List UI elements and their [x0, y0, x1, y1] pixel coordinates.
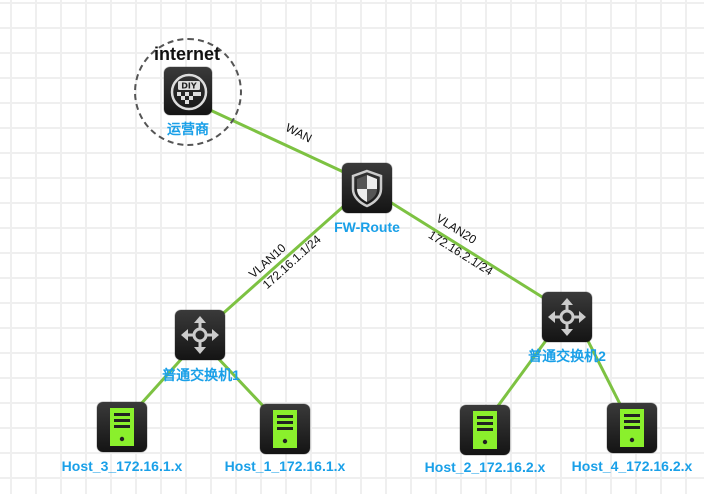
link-switch1-host1[interactable] — [213, 353, 267, 410]
link-switch2-host2[interactable] — [493, 334, 552, 411]
switch2-icon-box — [542, 292, 592, 342]
host4-label: Host_4_172.16.2.x — [571, 458, 693, 474]
isp-label: 运营商 — [167, 121, 209, 137]
internet-zone-label: internet — [153, 44, 221, 64]
svg-text:DIY: DIY — [181, 82, 197, 91]
host2-label: Host_2_172.16.2.x — [424, 459, 546, 475]
link-firewall-switch1[interactable] — [209, 203, 346, 327]
diy-globe-icon: DIY — [170, 73, 208, 111]
isp-icon-box: DIY — [164, 67, 212, 115]
shield-icon — [351, 169, 383, 208]
host2-icon-box — [460, 405, 510, 455]
server-icon — [110, 408, 134, 446]
host1-icon-box — [260, 404, 310, 454]
link-switch2-host4[interactable] — [583, 334, 624, 409]
firewall-label: FW-Route — [334, 219, 400, 235]
host1-label: Host_1_172.16.1.x — [224, 458, 346, 474]
switch1-icon-box — [175, 310, 225, 360]
server-icon — [473, 411, 497, 449]
server-icon — [273, 410, 297, 448]
link-switch1-host3[interactable] — [138, 353, 187, 407]
internet-zone[interactable] — [134, 38, 242, 146]
switch-arrows-icon — [181, 316, 219, 354]
link-firewall-switch2[interactable] — [389, 200, 556, 307]
host3-label: Host_3_172.16.1.x — [61, 458, 183, 474]
firewall-icon-box — [342, 163, 392, 213]
host3-icon-box — [97, 402, 147, 452]
switch2-label: 普通交换机2 — [528, 348, 606, 364]
host4-icon-box — [607, 403, 657, 453]
switch1-label: 普通交换机1 — [162, 367, 240, 383]
server-icon — [620, 409, 644, 447]
switch-arrows-icon — [548, 298, 586, 336]
